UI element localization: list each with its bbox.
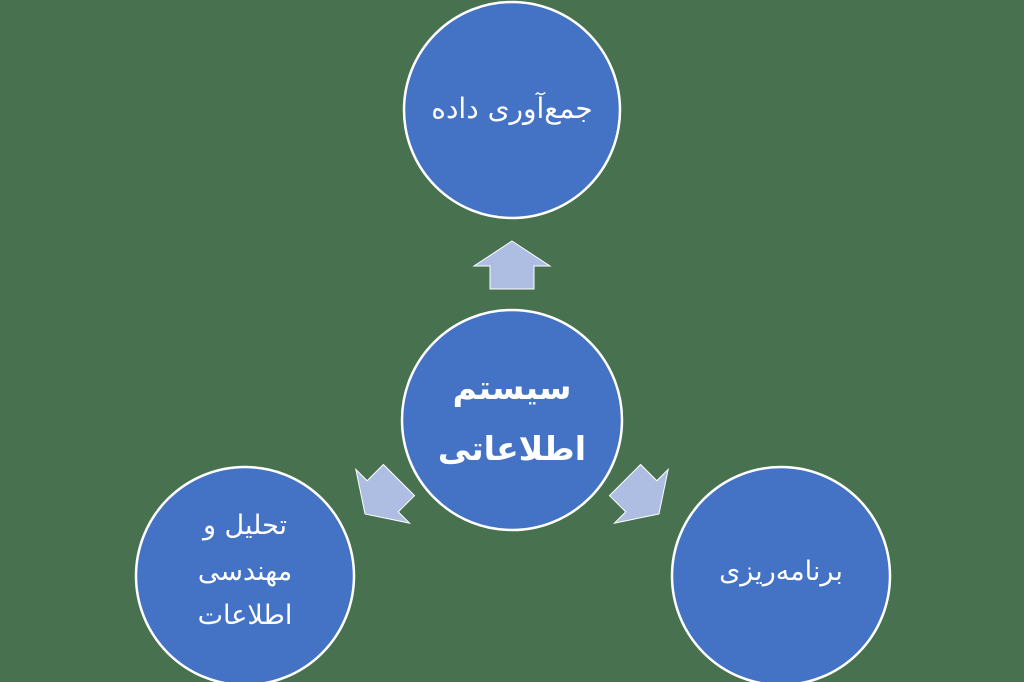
node-circle-analysis-engineering xyxy=(134,465,356,682)
arrow-up-icon xyxy=(472,240,552,290)
node-circle-data-collection xyxy=(402,0,622,220)
node-circle-information-system xyxy=(400,308,624,532)
arrow-down-left-icon xyxy=(355,463,416,524)
node-label-planning: برنامه‌ریزی xyxy=(719,556,843,587)
node-label-data-collection: جمع‌آوری داده xyxy=(431,92,592,125)
node-label-information-system-line1: سیستم xyxy=(453,368,572,407)
arrow-down-right-icon xyxy=(608,463,669,524)
node-label-analysis-engineering-line2: مهندسی xyxy=(198,556,292,587)
node-circle-planning xyxy=(670,465,892,682)
node-label-information-system-line2: اطلاعاتی xyxy=(438,429,586,468)
node-label-analysis-engineering-line3: اطلاعات xyxy=(198,600,293,631)
node-label-analysis-engineering-line1: تحلیل و xyxy=(201,510,287,541)
